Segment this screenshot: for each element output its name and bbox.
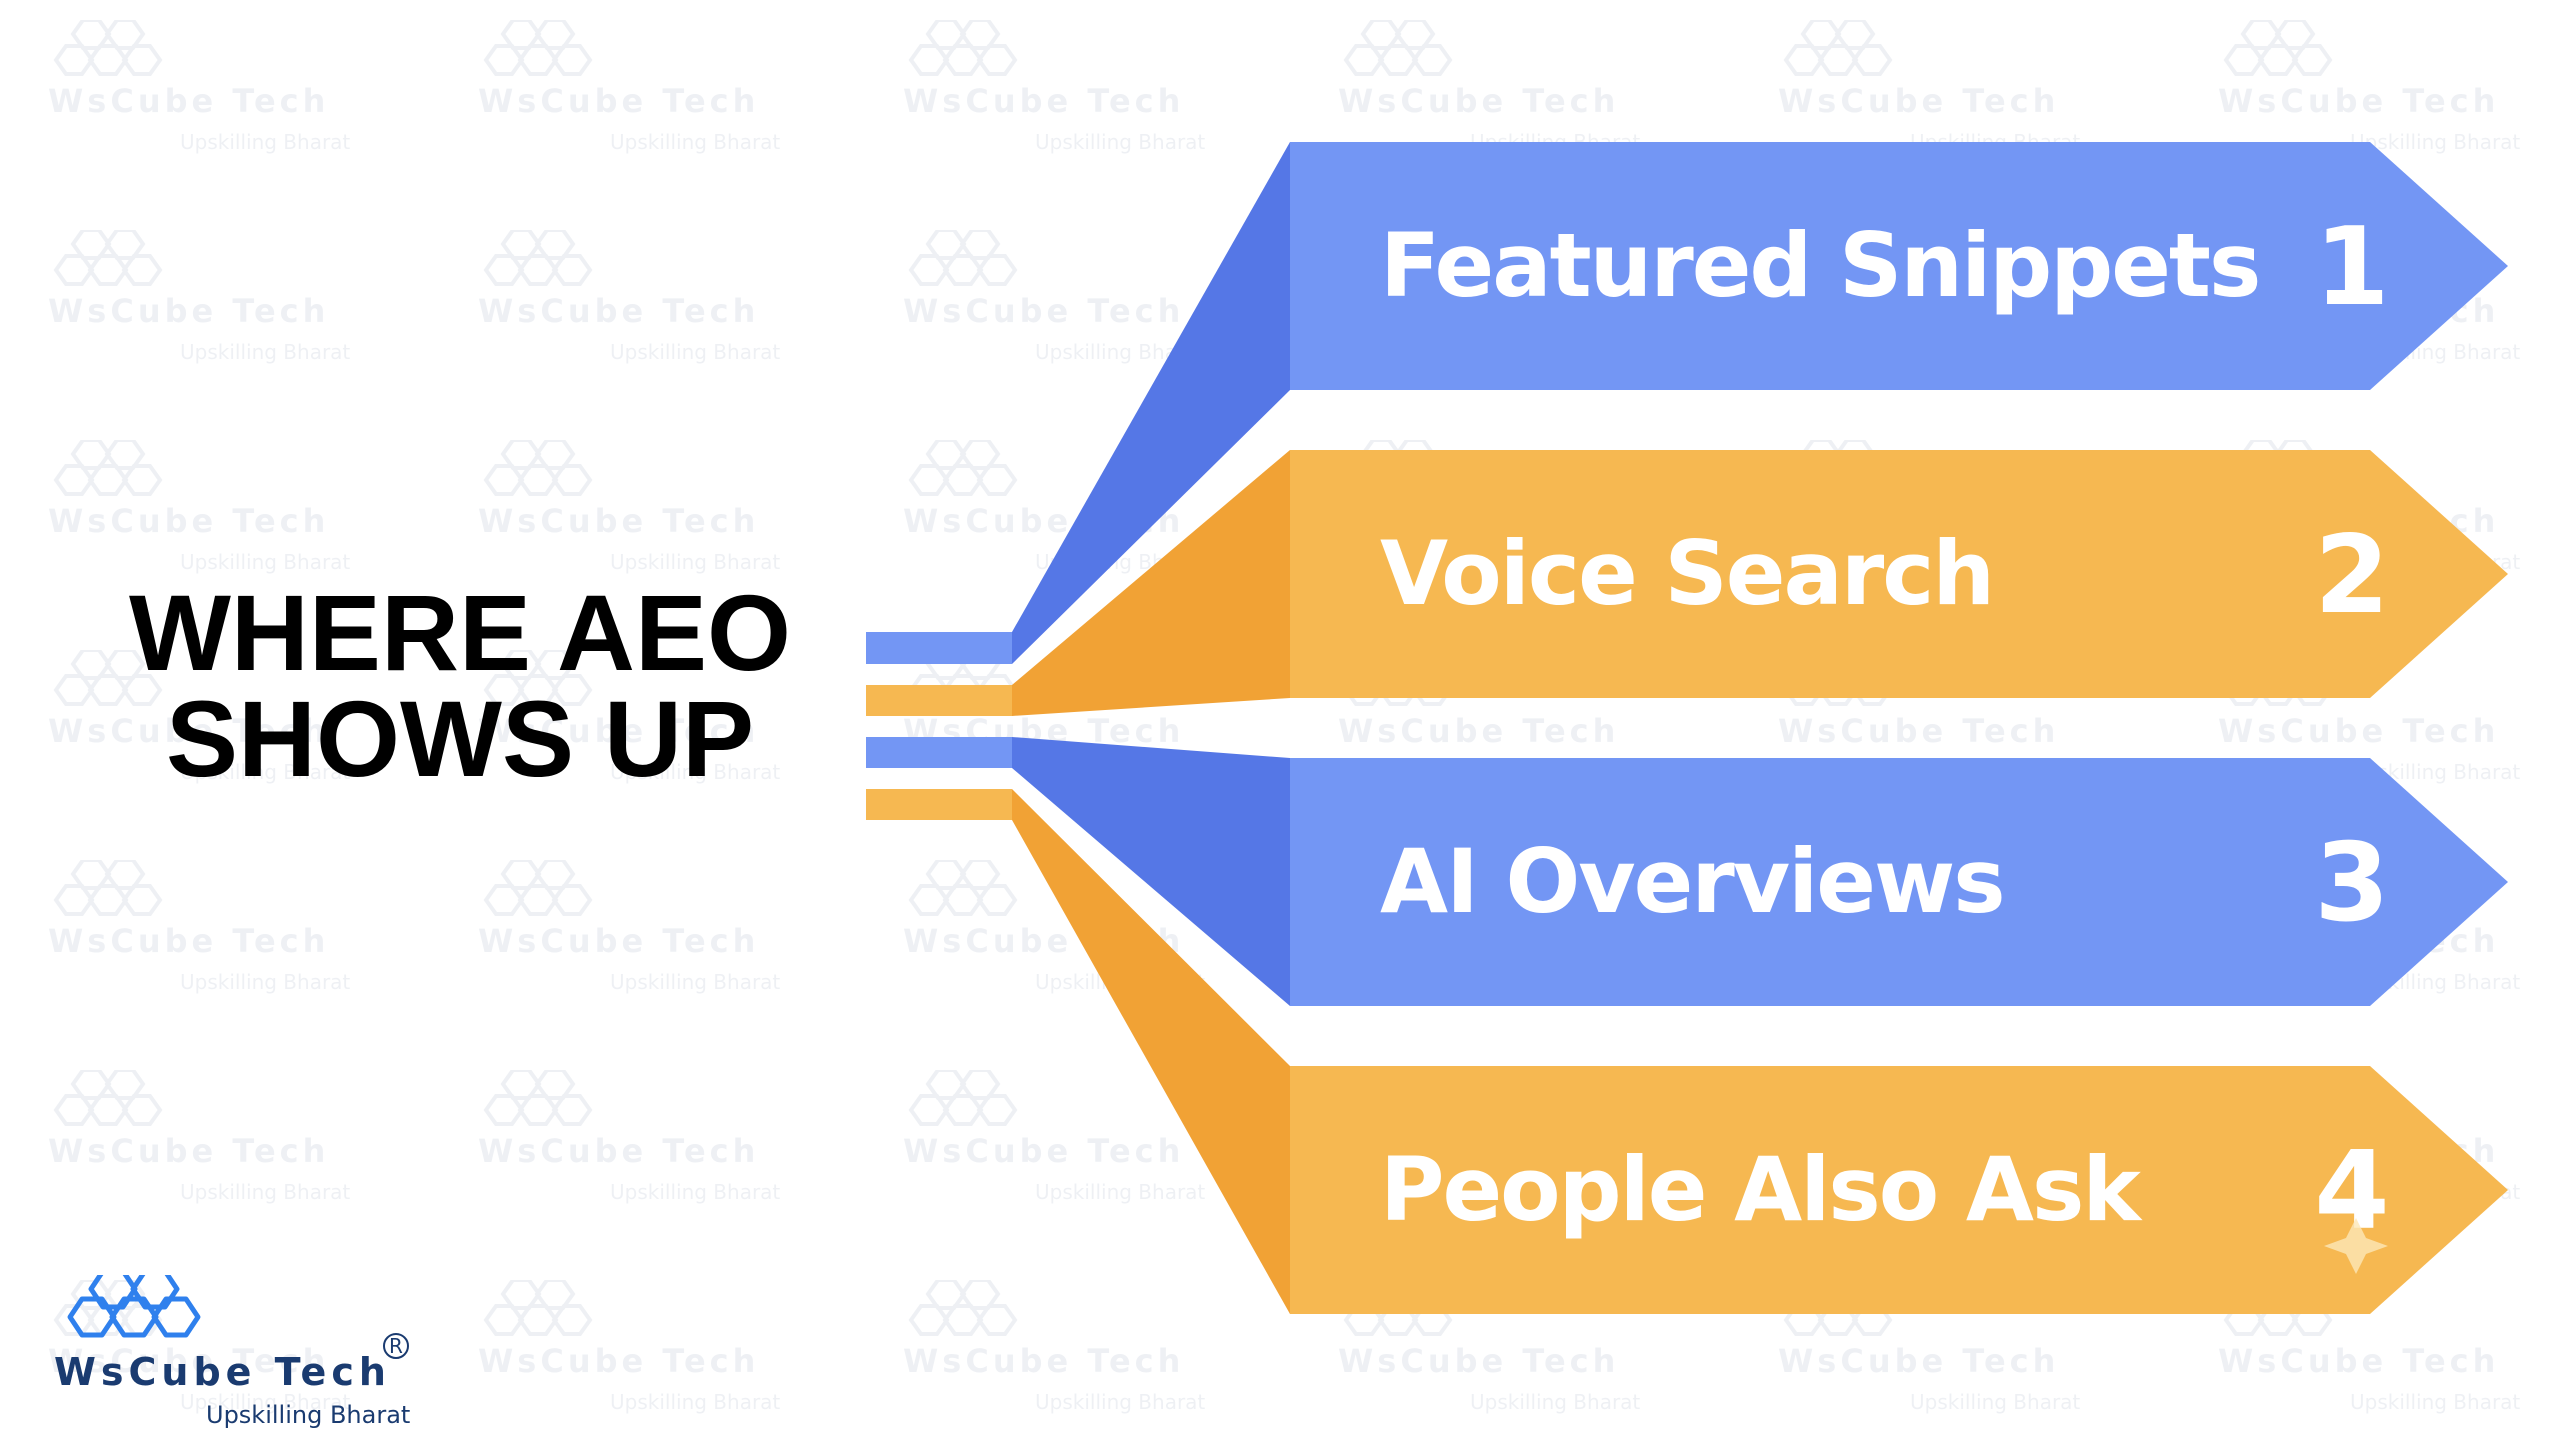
arrow-banner [1290,758,2508,1006]
wscube-logo: WsCube Tech R Upskilling Bharat [50,1275,430,1435]
connector-stub [866,632,1012,664]
registered-mark-icon: R [383,1333,409,1359]
diagram-item-3: AI Overviews 3 [866,737,2508,1006]
connector-flare [1012,450,1290,716]
logo-name: WsCube Tech [54,1350,391,1394]
sparkle-icon [2324,1218,2388,1274]
headline-line-1: WHERE AEO [128,572,792,693]
item-label: Featured Snippets [1380,214,2259,317]
item-label: People Also Ask [1380,1138,2143,1241]
connector-stub [866,789,1012,820]
headline: WHERE AEO SHOWS UP [60,572,860,799]
arrow-banner [1290,142,2508,390]
logo-tagline: Upskilling Bharat [206,1401,411,1429]
diagram-item-2: Voice Search 2 [866,450,2508,716]
connector-flare [1012,142,1290,664]
item-label: AI Overviews [1380,830,2004,933]
item-number: 1 [2314,205,2389,330]
connector-flare [1012,737,1290,1006]
connector-stub [866,685,1012,716]
arrow-banner [1290,450,2508,698]
item-number: 2 [2314,513,2389,638]
item-label: Voice Search [1380,522,1993,625]
connector-flare [1012,789,1290,1314]
hexagon-cluster-icon [67,1275,201,1338]
diagram-item-1: Featured Snippets 1 [866,142,2508,664]
arrow-banner [1290,1066,2508,1314]
connector-stub [866,737,1012,768]
headline-line-2: SHOWS UP [165,678,755,799]
item-number: 3 [2314,821,2389,946]
